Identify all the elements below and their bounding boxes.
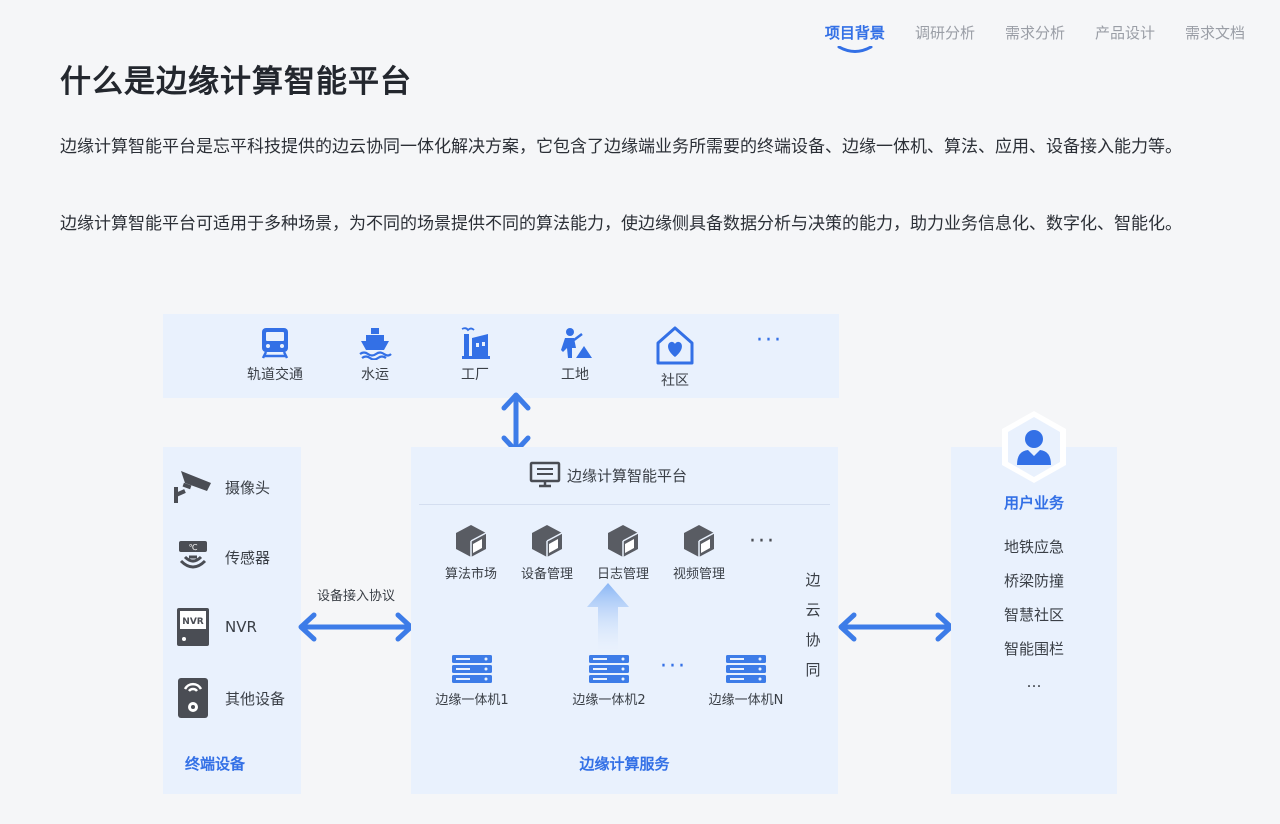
scene-construction-site: 工地 <box>530 326 620 384</box>
protocol-label: 设备接入协议 <box>316 589 395 604</box>
cube-icon <box>456 525 487 557</box>
edge-computing-panel: 边缘计算智能平台 算法市场 设备管理 日志管理 视频管理 <box>411 447 838 794</box>
nav-tab-requirement-doc[interactable]: 需求文档 <box>1170 22 1260 44</box>
device-label: 摄像头 <box>225 478 271 497</box>
app-algorithm-market: 算法市场 <box>433 523 509 582</box>
cube-icon <box>532 525 563 557</box>
edge-cloud-collab-label: 边 云 协 同 <box>804 565 822 685</box>
scenes-panel: 轨道交通 水运 工厂 工地 <box>163 314 839 398</box>
device-label: NVR <box>225 618 257 636</box>
scene-label: 社区 <box>661 373 689 389</box>
device-label: 其他设备 <box>225 689 286 708</box>
upload-arrow <box>587 583 629 651</box>
scene-factory: 工厂 <box>430 326 520 384</box>
nav-tab-research[interactable]: 调研分析 <box>900 22 990 44</box>
other-device-icon <box>178 678 208 718</box>
nav-tab-requirements[interactable]: 需求分析 <box>990 22 1080 44</box>
intro-paragraph: 边缘计算智能平台是忘平科技提供的边云协同一体化解决方案，它包含了边缘端业务所需要… <box>60 137 1182 157</box>
scene-community: 社区 <box>630 326 720 390</box>
app-video-management: 视频管理 <box>661 523 737 582</box>
scene-label: 水运 <box>361 367 389 383</box>
user-business-panel: 用户业务 地铁应急 桥梁防撞 智慧社区 智能围栏 … <box>951 447 1117 794</box>
scene-water-transport: 水运 <box>330 326 420 384</box>
edge-platform-header: 边缘计算智能平台 <box>529 461 687 489</box>
nav-tab-label: 项目背景 <box>824 24 885 42</box>
cube-icon <box>608 525 639 557</box>
device-sensor: ℃ 传感器 <box>173 537 270 577</box>
app-label: 视频管理 <box>672 567 725 582</box>
collab-char: 同 <box>805 661 821 679</box>
collab-char: 云 <box>805 601 821 619</box>
scenario-paragraph: 边缘计算智能平台可适用于多种场景，为不同的场景提供不同的算法能力，使边缘侧具备数… <box>60 214 1182 234</box>
server-icon <box>726 655 766 683</box>
app-label: 算法市场 <box>444 567 497 582</box>
sensor-badge-text: ℃ <box>189 543 198 552</box>
edge-box-label: 边缘一体机1 <box>435 693 509 708</box>
user-business-item: 智慧社区 <box>1003 606 1064 624</box>
left-double-arrow <box>298 612 414 642</box>
server-icon <box>589 655 629 683</box>
monitor-icon <box>529 461 561 488</box>
construction-icon <box>561 328 592 358</box>
top-nav: 项目背景 调研分析 需求分析 产品设计 需求文档 <box>810 22 1260 53</box>
app-device-management: 设备管理 <box>509 523 585 582</box>
factory-icon <box>461 327 490 359</box>
edge-box-label: 边缘一体机N <box>708 693 784 708</box>
device-camera: 摄像头 <box>173 467 270 507</box>
scene-label: 轨道交通 <box>247 367 303 383</box>
edge-box-label: 边缘一体机2 <box>572 693 646 708</box>
active-tab-indicator <box>837 46 873 53</box>
nav-tab-label: 产品设计 <box>1094 24 1155 42</box>
sensor-icon: ℃ <box>179 541 207 569</box>
ship-icon <box>359 328 392 360</box>
device-label: 传感器 <box>225 548 271 567</box>
terminal-devices-panel: 摄像头 ℃ 传感器 NVR NVR 其他设备 终端设备 <box>163 447 301 794</box>
edge-box-1: 边缘一体机1 <box>417 655 527 708</box>
user-business-item: 地铁应急 <box>1003 538 1064 556</box>
user-business-title: 用户业务 <box>1003 494 1064 512</box>
scene-label: 工地 <box>561 367 589 383</box>
nav-tab-label: 需求文档 <box>1184 24 1245 42</box>
community-icon <box>656 326 694 365</box>
more-boxes-ellipsis: ··· <box>660 654 687 679</box>
train-icon <box>261 328 289 359</box>
edge-box-2: 边缘一体机2 <box>554 655 664 708</box>
scene-label: 工厂 <box>461 367 489 383</box>
nav-tab-background[interactable]: 项目背景 <box>810 22 900 53</box>
collab-char: 协 <box>805 631 821 649</box>
nav-tab-label: 调研分析 <box>914 24 975 42</box>
app-label: 设备管理 <box>520 567 573 582</box>
edge-service-title: 边缘计算服务 <box>579 755 670 773</box>
server-icon <box>452 655 492 683</box>
device-other: 其他设备 <box>173 677 285 719</box>
scene-rail-transit: 轨道交通 <box>230 326 320 384</box>
camera-icon <box>174 471 211 503</box>
page-title: 什么是边缘计算智能平台 <box>60 64 412 100</box>
right-double-arrow <box>838 612 954 642</box>
cube-icon <box>684 525 715 557</box>
app-log-management: 日志管理 <box>585 523 661 582</box>
collab-char: 边 <box>805 571 821 589</box>
user-business-item: … <box>1026 673 1042 691</box>
nav-tab-label: 需求分析 <box>1004 24 1065 42</box>
user-business-item: 智能围栏 <box>1003 640 1064 658</box>
app-label: 日志管理 <box>596 567 649 582</box>
edge-box-n: 边缘一体机N <box>691 655 801 708</box>
edge-platform-title: 边缘计算智能平台 <box>567 466 688 485</box>
user-business-item: 桥梁防撞 <box>1003 572 1064 590</box>
nav-tab-product-design[interactable]: 产品设计 <box>1080 22 1170 44</box>
more-apps-ellipsis: ··· <box>749 529 776 554</box>
terminal-devices-title: 终端设备 <box>185 755 246 773</box>
nvr-badge-text: NVR <box>182 617 203 627</box>
user-icon <box>1002 411 1066 483</box>
nvr-icon: NVR <box>177 608 209 646</box>
divider <box>419 504 830 505</box>
more-scenes-ellipsis: ··· <box>756 328 783 353</box>
device-nvr: NVR NVR <box>173 607 257 647</box>
